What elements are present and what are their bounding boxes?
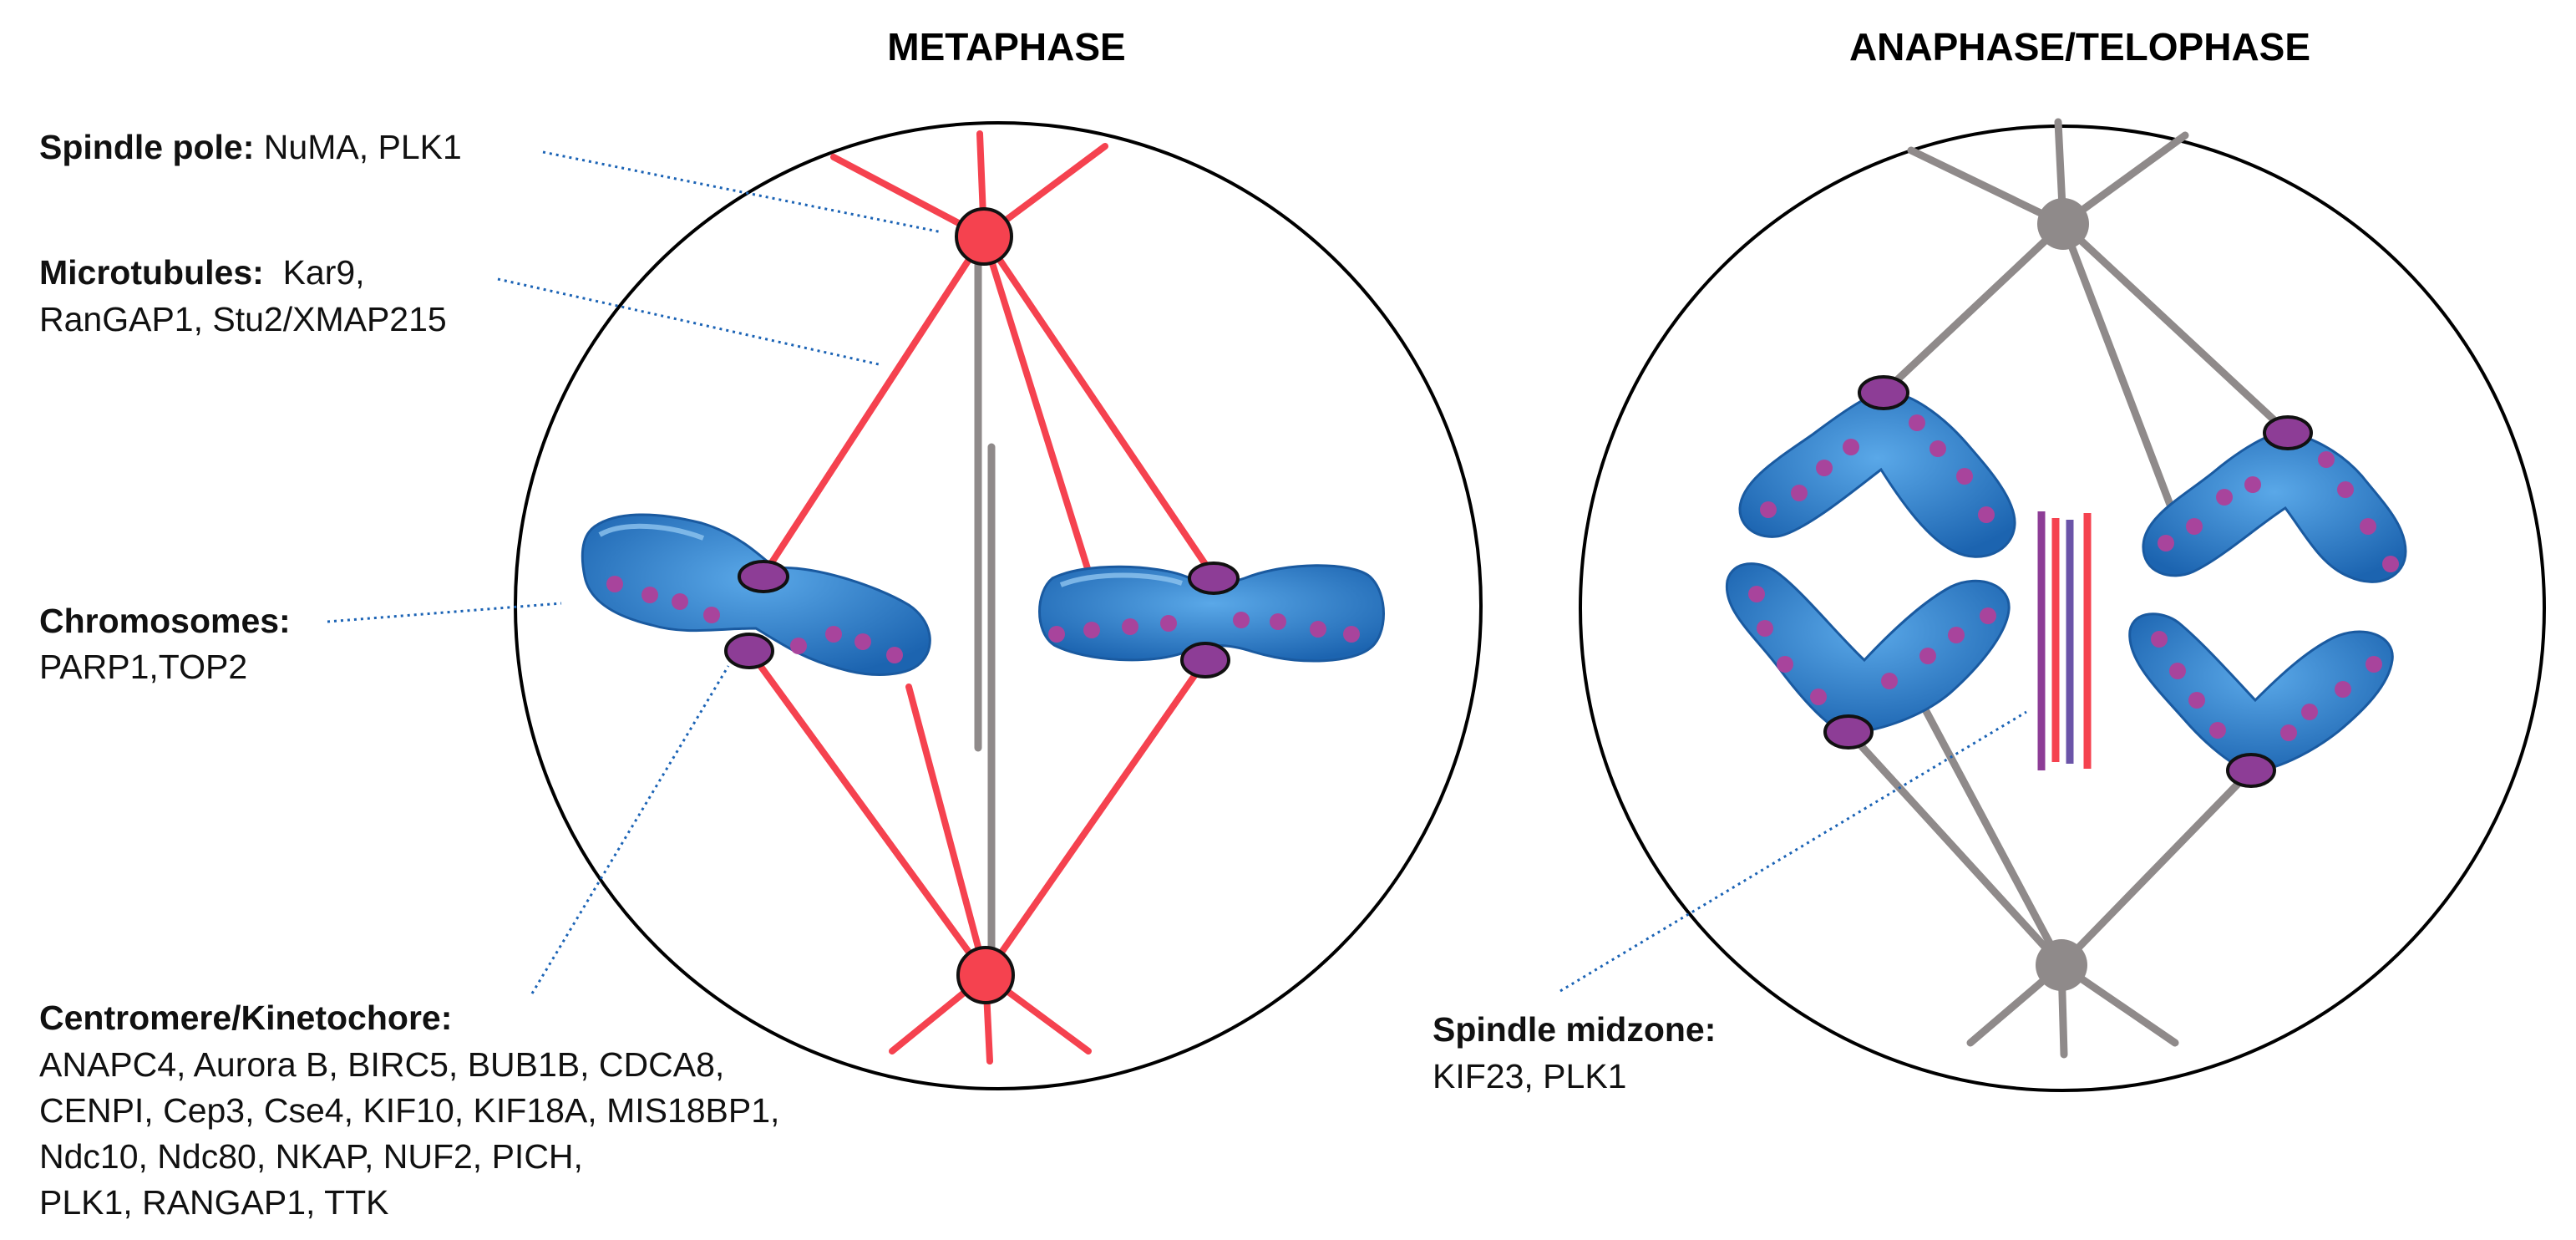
metaphase-kinetochore-1 [738,560,789,593]
leader-lines [327,150,2027,994]
spindle-pole-name: Spindle pole: [39,128,254,166]
metaphase-spindle-pole-bottom [956,946,1015,1004]
microtubules-proteins: Kar9, [264,253,365,292]
metaphase-title: METAPHASE [887,25,1125,69]
anaphase-telophase-cell [1579,118,2546,1092]
spindle-midzone-name: Spindle midzone: [1433,1010,1716,1049]
metaphase-chromosome-left-markers [606,576,903,663]
anaphase-chromosome-lower-left [1725,562,2011,734]
metaphase-kinetochore-4 [1180,642,1230,678]
anaphase-spindle-pole-bottom [2036,939,2087,991]
label-spindle-pole: Spindle pole: NuMA, PLK1 [39,128,462,166]
anaphase-telophase-title: ANAPHASE/TELOPHASE [1849,25,2310,69]
centromere-proteins-line1: ANAPC4, Aurora B, BIRC5, BUB1B, CDCA8, [39,1045,724,1084]
metaphase-chromosome-right-markers [1048,612,1360,643]
metaphase-spindle-pole-top [955,207,1013,266]
anaphase-cell-membrane [1579,125,2546,1092]
centromere-proteins-line3: Ndc10, Ndc80, NKAP, NUF2, PICH, [39,1137,583,1176]
microtubules-name: Microtubules: [39,253,264,292]
anaphase-spindle-pole-top [2037,198,2089,250]
label-chromosomes: Chromosomes: PARP1,TOP2 [39,602,291,686]
spindle-midzone-proteins: KIF23, PLK1 [1433,1057,1626,1095]
anaphase-kinetochore-upper-left [1858,375,1909,410]
label-centromere-kinetochore: Centromere/Kinetochore: ANAPC4, Aurora B… [39,999,779,1222]
centromere-name: Centromere/Kinetochore: [39,999,452,1037]
metaphase-kinetochore-3 [1188,562,1240,595]
metaphase-bottom-pole-microtubules [747,648,1209,1065]
anaphase-chromosome-lower-right [2128,612,2394,772]
spindle-midzone [2037,511,2092,770]
chromosomes-proteins: PARP1,TOP2 [39,648,247,686]
chromosomes-name: Chromosomes: [39,602,291,640]
microtubules-proteins-line2: RanGAP1, Stu2/XMAP215 [39,300,447,338]
centromere-leader [530,665,730,994]
anaphase-bottom-pole-microtubules [1844,696,2255,1059]
anaphase-kinetochore-upper-right [2263,415,2313,450]
svg-text:Microtubules: Kar9,: Microtubules: Kar9, [39,253,365,292]
anaphase-kinetochore-lower-left [1823,714,1874,750]
anaphase-chromosome-upper-left-markers [1760,414,1995,523]
anaphase-chromosome-lower-left-markers [1748,586,1996,705]
label-microtubules: Microtubules: Kar9, RanGAP1, Stu2/XMAP21… [39,253,447,338]
anaphase-chromosome-upper-right-markers [2158,451,2399,572]
metaphase-cell [514,121,1483,1090]
anaphase-chromosome-upper-left [1738,391,2016,558]
metaphase-chromosome-left [581,513,931,676]
anaphase-chromosome-lower-right-markers [2151,631,2382,741]
chromosomes-leader [327,602,562,623]
spindle-pole-leader [542,150,943,234]
microtubules-leader [497,277,880,366]
anaphase-chromosome-upper-right [2142,431,2407,583]
svg-text:Spindle pole: NuMA, PLK1: Spindle pole: NuMA, PLK1 [39,128,462,166]
centromere-proteins-line2: CENPI, Cep3, Cse4, KIF10, KIF18A, MIS18B… [39,1091,779,1130]
anaphase-kinetochore-lower-right [2226,753,2276,788]
centromere-proteins-line4: PLK1, RANGAP1, TTK [39,1183,389,1222]
metaphase-kinetochore-2 [724,633,774,669]
label-spindle-midzone: Spindle midzone: KIF23, PLK1 [1433,1010,1716,1095]
spindle-pole-proteins: NuMA, PLK1 [254,128,461,166]
